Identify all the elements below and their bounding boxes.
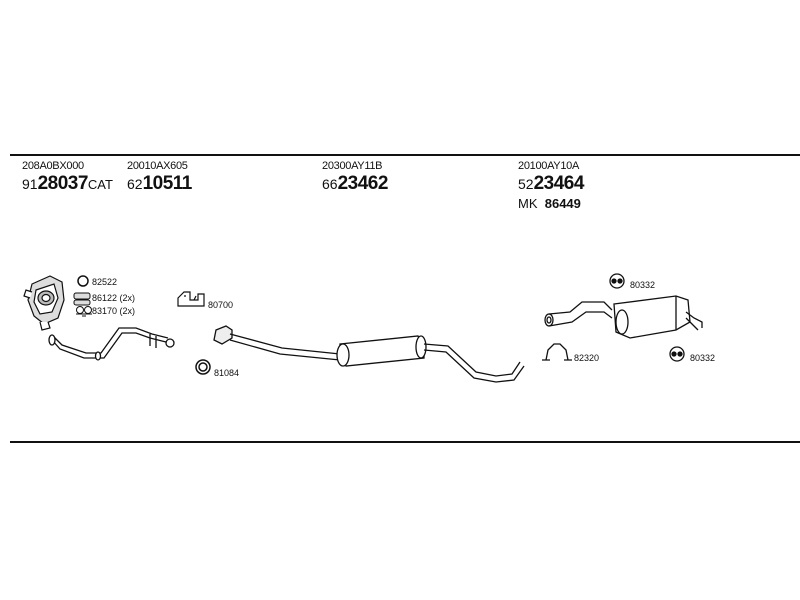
part-group-middle-silencer: 20300AY11B 6623462 (322, 160, 388, 196)
oem-number: 20100AY10A (518, 160, 580, 172)
top-divider (10, 154, 800, 156)
part-number-prefix: 66 (322, 176, 338, 192)
ref-label: 83170 (2x) (92, 306, 136, 316)
part-number-suffix: CAT (87, 177, 113, 192)
part-number: 6623462 (322, 173, 388, 196)
front-pipe-icon (48, 327, 175, 361)
catalytic-converter-icon (23, 275, 65, 331)
sealing-ring-icon (195, 359, 211, 375)
part-number-main: 23462 (337, 173, 389, 194)
part-number-main: 10511 (142, 173, 193, 194)
part-number-main: 23464 (533, 173, 585, 194)
clamp-set-icon (73, 292, 91, 306)
mounting-kit: MK 86449 (518, 196, 584, 212)
oem-number: 20010AX605 (127, 160, 188, 172)
part-number: 9128037CAT (22, 173, 113, 196)
part-group-front-pipe: 20010AX605 6210511 (127, 160, 192, 196)
part-number-main: 28037 (37, 173, 89, 194)
gasket-ring-icon (77, 275, 89, 287)
ref-label: 80700 (208, 300, 234, 310)
part-number-prefix: 91 (22, 176, 38, 192)
part-number-prefix: 62 (127, 176, 143, 192)
ref-label: 80332 (630, 280, 656, 290)
hanger-bracket-icon (177, 291, 205, 307)
oem-number: 208A0BX000 (22, 160, 84, 172)
middle-silencer-icon (213, 325, 525, 383)
part-number-prefix: 52 (518, 176, 534, 192)
rubber-hanger-icon-top (609, 273, 625, 289)
bottom-divider (10, 441, 800, 443)
ref-label: 82522 (92, 277, 118, 287)
mounting-kit-label: MK (518, 196, 538, 211)
ref-label: 82320 (574, 353, 600, 363)
part-number: 5223464 (518, 173, 584, 196)
part-number: 6210511 (127, 173, 192, 196)
ref-label: 86122 (2x) (92, 293, 136, 303)
part-group-rear-silencer: 20100AY10A 5223464 MK 86449 (518, 160, 584, 212)
ref-label: 80332 (690, 353, 716, 363)
mounting-kit-number: 86449 (544, 196, 581, 211)
bolt-set-icon (76, 306, 92, 317)
oem-number: 20300AY11B (322, 160, 383, 172)
rear-silencer-icon (544, 295, 703, 339)
rubber-hanger-icon-bottom (669, 346, 685, 362)
ref-label: 81084 (214, 368, 240, 378)
pipe-clamp-icon (542, 343, 572, 361)
part-group-catalyst: 208A0BX000 9128037CAT (22, 160, 113, 196)
